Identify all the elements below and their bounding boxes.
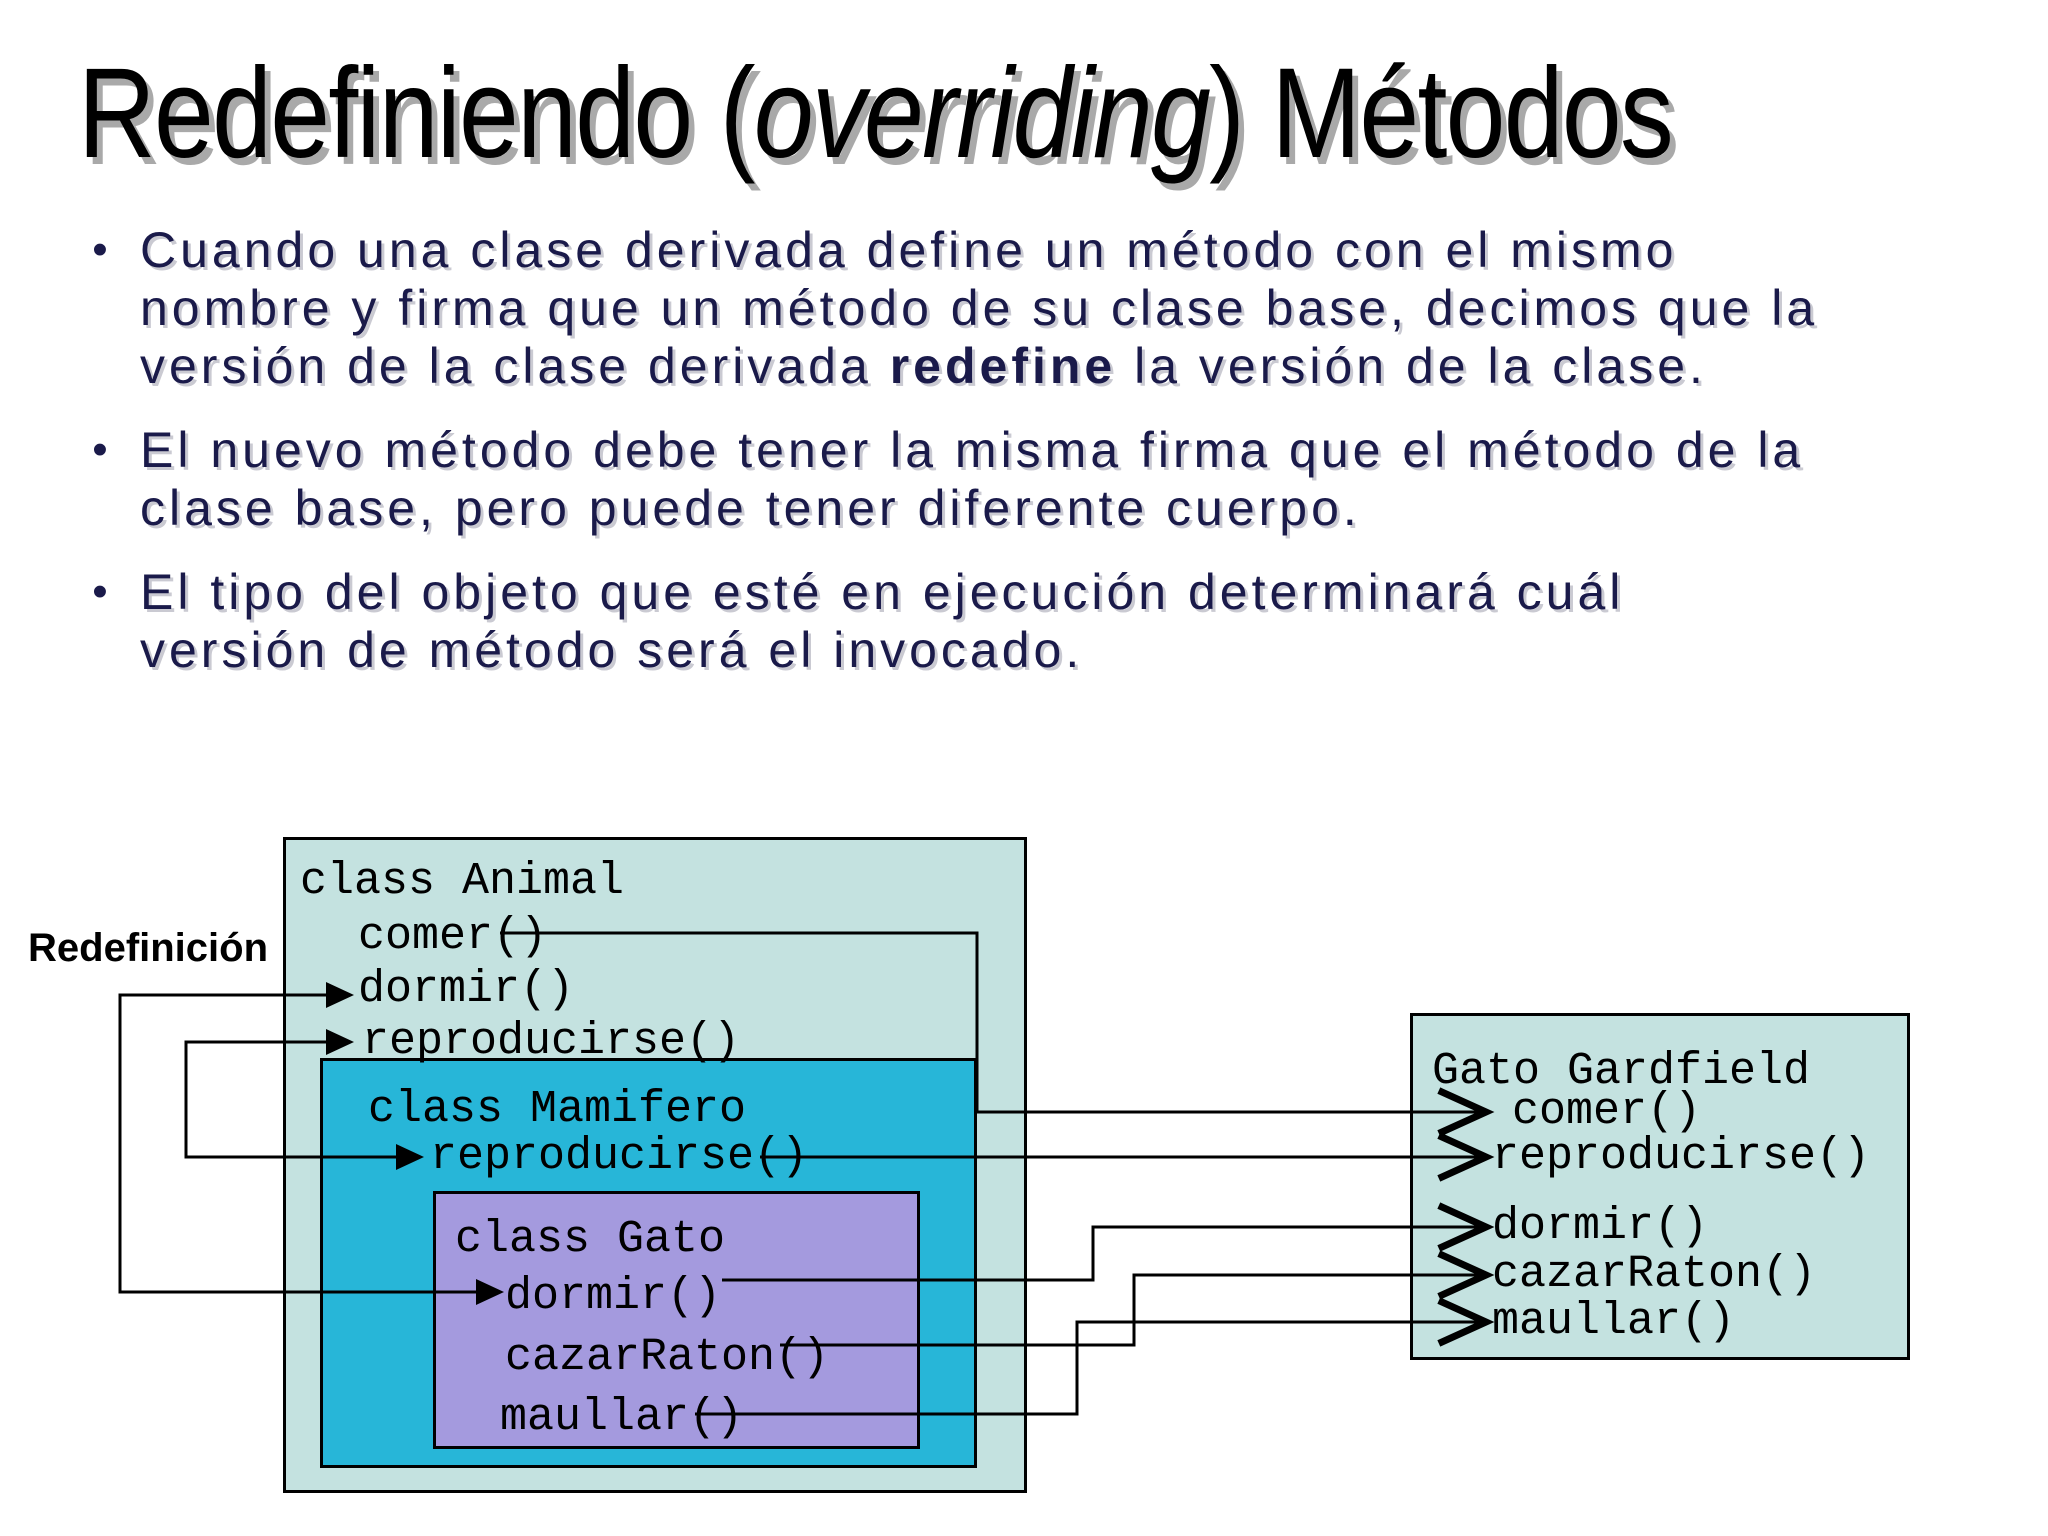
title-part-pre: Redefiniendo ( (78, 42, 756, 185)
bullet-text-3: El tipo del objeto que esté en ejecución… (140, 563, 1624, 679)
connector-comer (500, 931, 1480, 1114)
chevron-icon-maullar (1437, 1297, 1495, 1347)
bullet-dot: • (92, 425, 108, 474)
arrow-icon-animal-dormir (326, 982, 354, 1008)
connector-dormir (722, 1225, 1480, 1282)
gardfield-method-comer: comer() (1512, 1086, 1702, 1137)
bullet-item-2: • El nuevo método debe tener la misma fi… (60, 421, 1960, 537)
redefinition-loop-dormir (118, 993, 478, 1294)
chevron-icon-reproducirse (1437, 1132, 1495, 1182)
animal-method-dormir: dormir() (358, 964, 575, 1015)
arrow-icon-gato-dormir (476, 1279, 504, 1305)
gato-method-maullar: maullar() (500, 1392, 744, 1443)
redefinicion-label: Redefinición (28, 926, 269, 970)
chevron-icon-dormir (1437, 1202, 1495, 1252)
bullet-item-1: • Cuando una clase derivada define un mé… (60, 221, 1960, 395)
gato-header: class Gato (455, 1214, 726, 1265)
bullet1-line3a: versión de la clase derivada (140, 338, 890, 394)
gato-method-dormir: dormir() (505, 1271, 722, 1322)
bullet-dot: • (92, 225, 108, 274)
gardfield-method-cazarraton: cazarRaton() (1492, 1249, 1817, 1300)
gato-gardfield-box (1410, 1013, 1910, 1360)
mamifero-method-reproducirse: reproducirse() (430, 1131, 809, 1182)
gardfield-method-dormir: dormir() (1492, 1201, 1709, 1252)
bullet1-line1: Cuando una clase derivada define un méto… (140, 222, 1678, 278)
bullet-dot: • (92, 567, 108, 616)
connector-maullar (695, 1320, 1480, 1416)
bullet3-line2: versión de método será el invocado. (140, 622, 1084, 678)
bullet3-line1: El tipo del objeto que esté en ejecución… (140, 564, 1625, 620)
title-part-post: ) Métodos (1209, 42, 1674, 185)
animal-method-comer: comer() (358, 911, 548, 962)
animal-method-reproducirse: reproducirse() (362, 1016, 741, 1067)
bullet2-line1: El nuevo método debe tener la misma firm… (140, 422, 1805, 478)
bullet-text-1: Cuando una clase derivada define un méto… (140, 221, 1818, 395)
bullet1-line2: nombre y firma que un método de su clase… (140, 280, 1819, 336)
chevron-icon-comer (1437, 1087, 1495, 1137)
bullet2-line2: clase base, pero puede tener diferente c… (140, 480, 1361, 536)
bullet1-line3c: la versión de la clase. (1116, 338, 1707, 394)
connector-cazarraton (780, 1273, 1480, 1347)
animal-header: class Animal (300, 856, 625, 907)
bullet-list: • Cuando una clase derivada define un mé… (60, 221, 1960, 705)
arrow-icon-mamifero-reproducirse (396, 1144, 424, 1170)
title-part-italic: overriding (753, 42, 1211, 185)
gardfield-method-maullar: maullar() (1492, 1296, 1736, 1347)
mamifero-header: class Mamifero (368, 1084, 747, 1135)
slide-title: Redefiniendo (overriding) Métodos (78, 40, 1674, 187)
gardfield-method-reproducirse: reproducirse() (1492, 1131, 1871, 1182)
gato-method-cazarraton: cazarRaton() (505, 1332, 830, 1383)
arrow-icon-animal-reproducirse (326, 1029, 354, 1055)
bullet-item-3: • El tipo del objeto que esté en ejecuci… (60, 563, 1960, 679)
bullet1-line3b-bold: redefine (889, 338, 1117, 394)
class-gato-box (433, 1191, 920, 1449)
bullet-text-2: El nuevo método debe tener la misma firm… (140, 421, 1804, 537)
redefinition-loop-reproducirse (184, 1040, 396, 1159)
gardfield-header: Gato Gardfield (1432, 1046, 1811, 1097)
chevron-icon-cazarraton (1437, 1250, 1495, 1300)
